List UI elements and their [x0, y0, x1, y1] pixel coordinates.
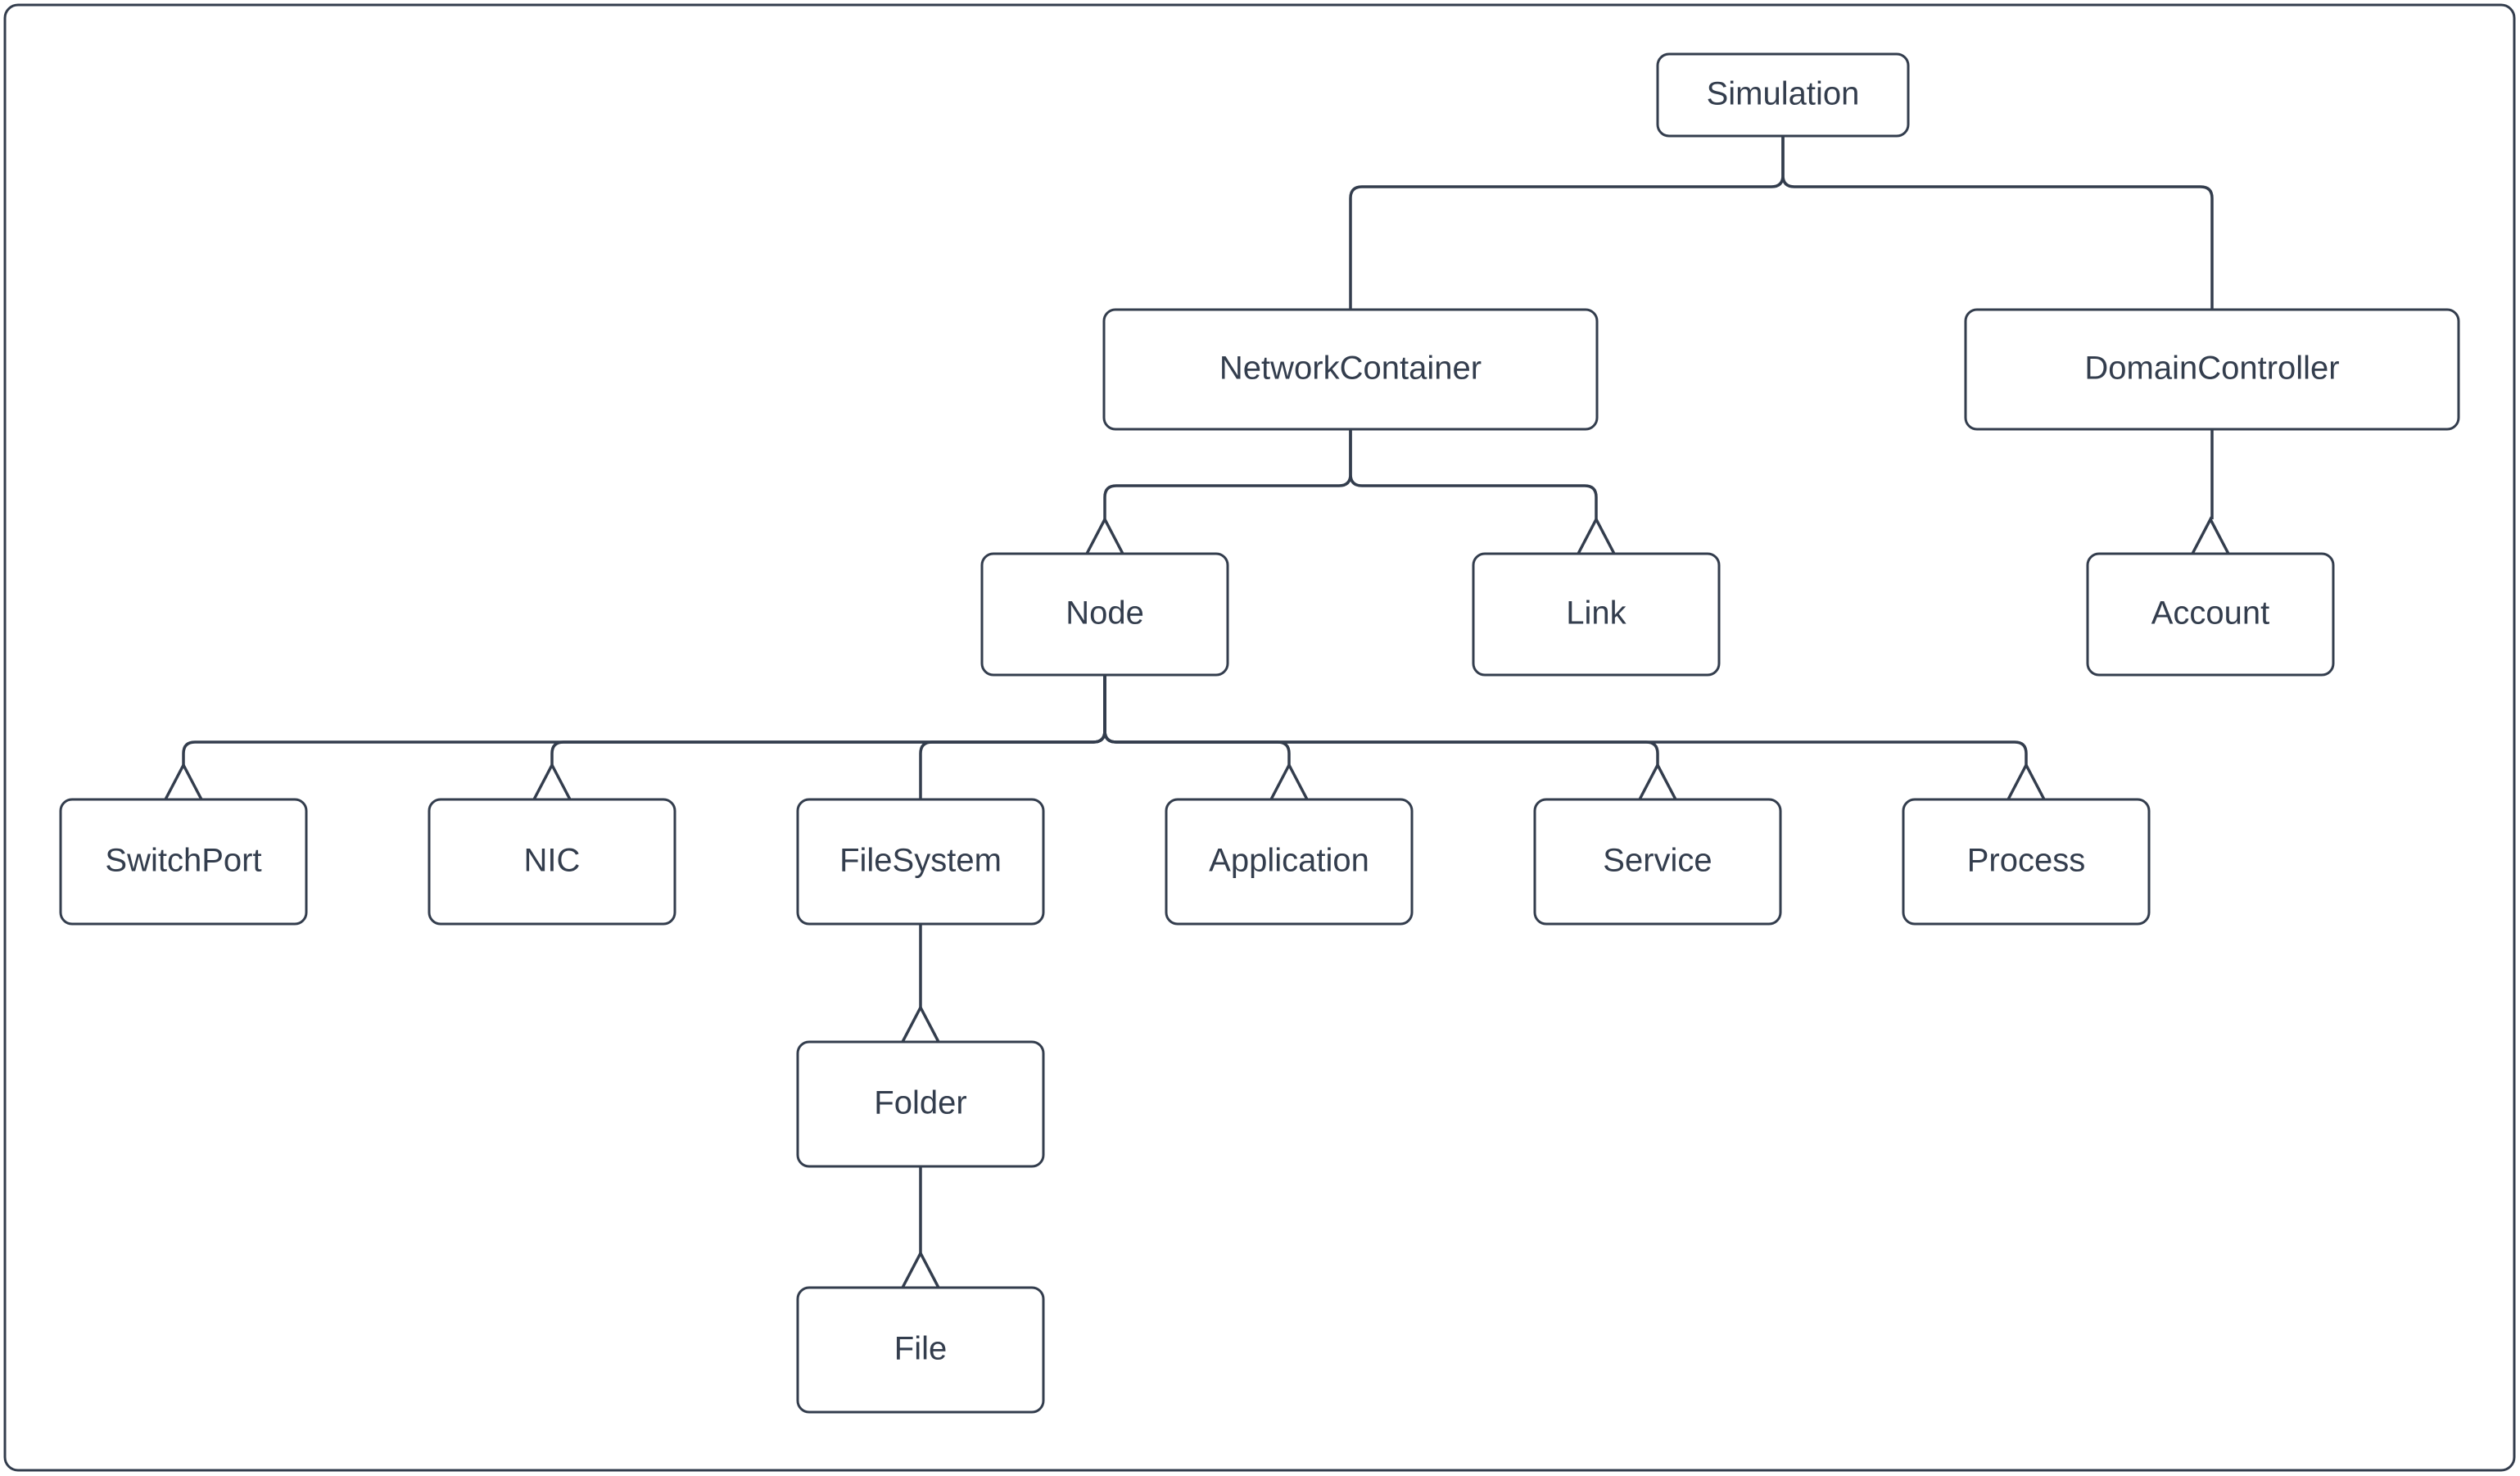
edges-layer [164, 136, 2230, 1288]
class-node-box-account[interactable] [2086, 552, 2335, 677]
class-node-domaincontroller[interactable]: DomainController [1964, 308, 2460, 431]
class-node-box-node[interactable] [980, 552, 1229, 677]
class-node-file[interactable]: File [796, 1286, 1045, 1414]
class-node-filesystem[interactable]: FileSystem [796, 798, 1045, 926]
edge-simulation-to-networkcontainer [1349, 136, 1785, 310]
edge-node-to-service [1103, 675, 1659, 765]
class-node-label-simulation: Simulation [1707, 76, 1860, 112]
generalization-arrowhead-link [1577, 516, 1616, 555]
class-node-service[interactable]: Service [1533, 798, 1782, 926]
class-node-folder[interactable]: Folder [796, 1040, 1045, 1168]
class-node-box-service[interactable] [1533, 798, 1782, 926]
edge-node-to-nic [550, 675, 1106, 765]
class-node-application[interactable]: Application [1165, 798, 1414, 926]
class-node-label-nic: NIC [524, 843, 581, 879]
class-node-label-networkcontainer: NetworkContainer [1219, 351, 1482, 387]
class-node-box-application[interactable] [1165, 798, 1414, 926]
generalization-arrowhead-nic [532, 762, 572, 800]
class-node-label-account: Account [2151, 595, 2270, 632]
edge-node-to-switchport [182, 675, 1106, 765]
class-node-label-domaincontroller: DomainController [2084, 351, 2339, 387]
class-node-account[interactable]: Account [2086, 552, 2335, 677]
generalization-arrowhead-account [2191, 516, 2230, 555]
class-node-node[interactable]: Node [980, 552, 1229, 677]
generalization-arrowhead-process [2006, 762, 2046, 800]
class-node-label-node: Node [1065, 595, 1144, 632]
class-node-process[interactable]: Process [1902, 798, 2151, 926]
class-node-box-folder[interactable] [796, 1040, 1045, 1168]
class-node-box-switchport[interactable] [59, 798, 308, 926]
generalization-arrowhead-node [1085, 516, 1124, 555]
class-node-box-process[interactable] [1902, 798, 2151, 926]
edge-networkcontainer-to-node [1103, 429, 1352, 519]
class-node-box-domaincontroller[interactable] [1964, 308, 2460, 431]
generalization-arrowhead-file [901, 1250, 940, 1288]
class-node-box-file[interactable] [796, 1286, 1045, 1414]
class-node-link[interactable]: Link [1472, 552, 1721, 677]
generalization-arrowhead-folder [901, 1004, 940, 1043]
class-node-label-switchport: SwitchPort [105, 843, 261, 879]
generalization-arrowhead-application [1269, 762, 1309, 800]
generalization-arrowhead-service [1638, 762, 1677, 800]
class-node-label-service: Service [1603, 843, 1712, 879]
class-node-label-filesystem: FileSystem [839, 843, 1002, 879]
edge-node-to-filesystem [919, 675, 1106, 799]
class-node-box-link[interactable] [1472, 552, 1721, 677]
class-node-label-application: Application [1209, 843, 1369, 879]
class-node-box-simulation[interactable] [1656, 52, 1910, 138]
edge-simulation-to-domaincontroller [1781, 136, 2214, 310]
edge-node-to-process [1103, 675, 2028, 765]
class-node-label-process: Process [1967, 843, 2086, 879]
class-node-label-folder: Folder [874, 1085, 966, 1121]
edge-node-to-application [1103, 675, 1291, 765]
generalization-arrowhead-switchport [164, 762, 203, 800]
class-node-box-nic[interactable] [428, 798, 676, 926]
outer-frame [3, 3, 2516, 1472]
class-node-label-link: Link [1566, 595, 1626, 632]
class-node-networkcontainer[interactable]: NetworkContainer [1102, 308, 1599, 431]
class-node-simulation[interactable]: Simulation [1656, 52, 1910, 138]
class-node-label-file: File [894, 1331, 947, 1367]
class-node-box-networkcontainer[interactable] [1102, 308, 1599, 431]
class-node-nic[interactable]: NIC [428, 798, 676, 926]
class-node-switchport[interactable]: SwitchPort [59, 798, 308, 926]
class-node-box-filesystem[interactable] [796, 798, 1045, 926]
edge-networkcontainer-to-link [1349, 429, 1598, 519]
